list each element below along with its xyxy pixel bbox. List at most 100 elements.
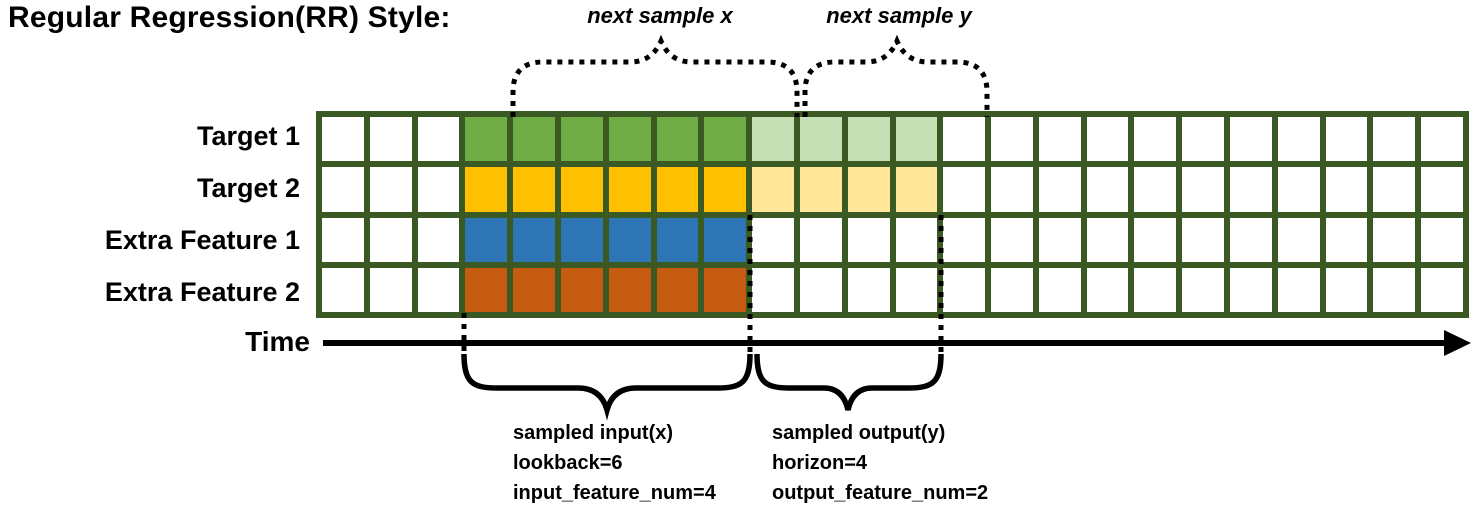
grid-cell [369, 267, 412, 312]
grid-cell [752, 117, 794, 162]
grid-cell [560, 217, 603, 262]
grid-cell [1421, 167, 1463, 212]
grid-cell [991, 217, 1033, 262]
grid-cell [1134, 217, 1177, 262]
next-sample-x-brace [510, 34, 800, 117]
horizon-value: horizon=4 [772, 452, 868, 474]
grid-cell [608, 117, 651, 162]
grid-cell [1182, 267, 1225, 312]
grid-cell [513, 117, 555, 162]
grid-cell [943, 267, 986, 312]
grid-cell [1182, 217, 1225, 262]
grid-cell [1134, 117, 1177, 162]
grid-cell [895, 117, 938, 162]
grid-cell [322, 167, 364, 212]
grid-cell [1325, 167, 1368, 212]
grid-cell [417, 217, 460, 262]
grid-cell [1134, 167, 1177, 212]
grid-cell [465, 217, 508, 262]
grid-cell [1325, 267, 1368, 312]
grid-cell [991, 167, 1033, 212]
grid-cell [1373, 267, 1416, 312]
grid-cell [417, 167, 460, 212]
row-label: Extra Feature 1 [104, 224, 300, 255]
grid-cell [1230, 267, 1272, 312]
grid-cell [752, 167, 794, 212]
grid-cell [1421, 117, 1463, 162]
grid-cell [1182, 167, 1225, 212]
grid-cell [322, 217, 364, 262]
grid-cell [417, 117, 460, 162]
grid-cell [943, 217, 986, 262]
grid-cell [656, 167, 699, 212]
input-feature-num-value: input_feature_num=4 [513, 482, 716, 504]
grid-cell [1038, 167, 1081, 212]
grid-cell [608, 267, 651, 312]
grid-cell [1277, 217, 1320, 262]
grid-cell [943, 117, 986, 162]
grid-cell [1421, 217, 1463, 262]
grid-cell [1134, 267, 1177, 312]
grid-cell [465, 267, 508, 312]
grid-cell [656, 267, 699, 312]
grid-cell [465, 117, 508, 162]
grid-cell [704, 267, 747, 312]
grid-cell [1038, 117, 1081, 162]
diagram-title: Regular Regression(RR) Style: [8, 1, 451, 34]
sampled-input-brace [461, 353, 753, 421]
row-label: Extra Feature 2 [104, 276, 300, 307]
grid-cell [895, 267, 938, 312]
grid-cell [608, 167, 651, 212]
grid-cell [1277, 167, 1320, 212]
grid-cell [513, 267, 555, 312]
grid-cell [656, 117, 699, 162]
grid-cell [895, 217, 938, 262]
sampled-output-note: sampled output(y) horizon=4 output_featu… [772, 418, 988, 508]
grid-cell [752, 267, 794, 312]
grid-cell [322, 117, 364, 162]
grid-cell [1230, 167, 1272, 212]
lookback-value: lookback=6 [513, 452, 623, 474]
grid-cell [322, 267, 364, 312]
grid-cell [1325, 217, 1368, 262]
grid-cell [369, 167, 412, 212]
sampled-output-title: sampled output(y) [772, 422, 946, 444]
grid-cell [513, 167, 555, 212]
grid-cell [1230, 217, 1272, 262]
grid-cell [560, 167, 603, 212]
grid-cell [1230, 117, 1272, 162]
grid-cell [1277, 267, 1320, 312]
grid-cell [1373, 167, 1416, 212]
grid-cell [560, 117, 603, 162]
grid-cell [991, 267, 1033, 312]
grid-cell [943, 167, 986, 212]
grid-cell [1277, 117, 1320, 162]
grid-cell [799, 117, 842, 162]
grid-cell [369, 117, 412, 162]
grid-cell [799, 217, 842, 262]
grid-cell [704, 117, 747, 162]
grid-cell [656, 217, 699, 262]
next-sample-y-brace [802, 34, 990, 117]
grid-cell [799, 267, 842, 312]
grid-cell [1038, 267, 1081, 312]
grid-cell [1373, 117, 1416, 162]
sampled-input-title: sampled input(x) [513, 422, 674, 444]
grid-cell [991, 117, 1033, 162]
time-series-grid [316, 111, 1469, 318]
sampled-output-brace [754, 353, 944, 411]
grid-cell [513, 217, 555, 262]
grid-cell [895, 167, 938, 212]
grid-cell [1038, 217, 1081, 262]
grid-cell [704, 167, 747, 212]
grid-cell [847, 167, 890, 212]
grid-cell [1086, 117, 1129, 162]
grid-cell [1373, 217, 1416, 262]
grid-cell [752, 217, 794, 262]
grid-cell [847, 267, 890, 312]
grid-cell [1182, 117, 1225, 162]
row-label: Target 1 [196, 121, 300, 152]
grid-cell [369, 217, 412, 262]
grid-cell [465, 167, 508, 212]
